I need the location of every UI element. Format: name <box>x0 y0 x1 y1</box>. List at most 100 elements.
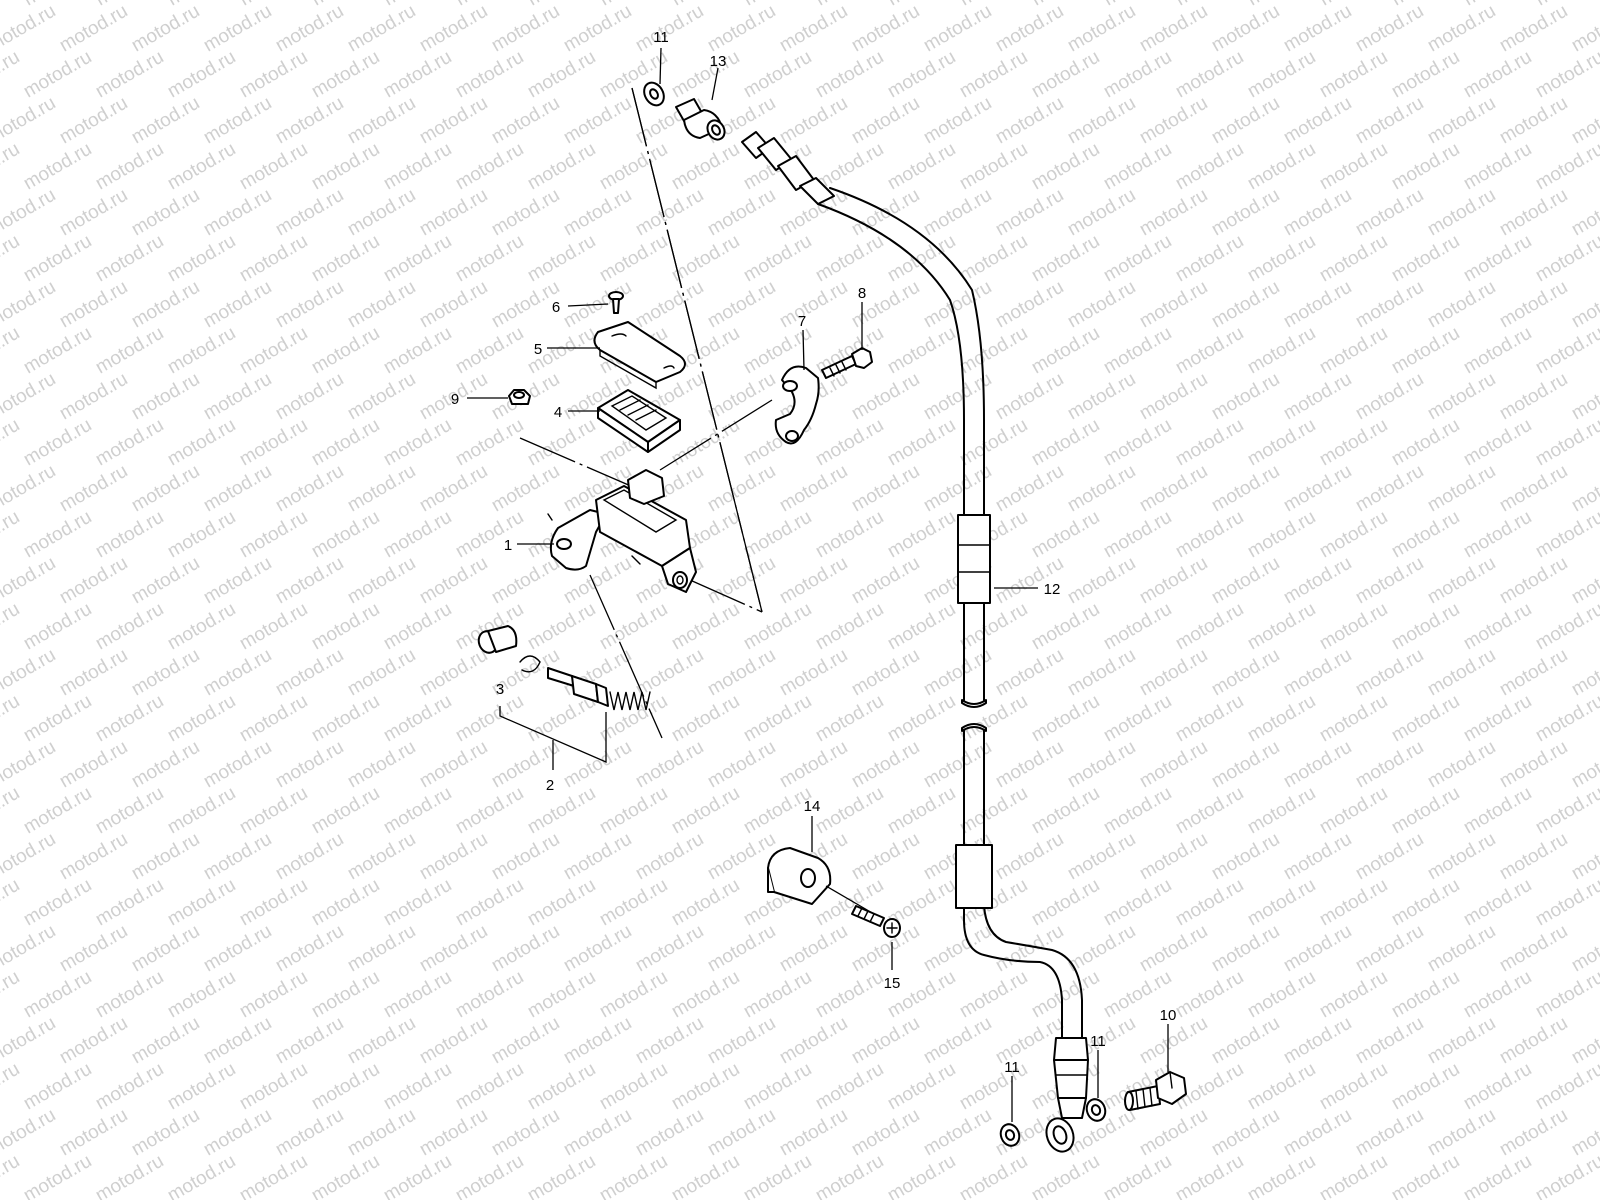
watermark-text: motod.ru <box>848 553 923 609</box>
watermark-text: motod.ru <box>1028 323 1103 379</box>
watermark-text: motod.ru <box>632 1197 707 1200</box>
watermark-text: motod.ru <box>1244 967 1319 1023</box>
watermark-text: motod.ru <box>272 461 347 517</box>
watermark-text: motod.ru <box>1208 1105 1283 1161</box>
watermark-text: motod.ru <box>1100 47 1175 103</box>
watermark-text: motod.ru <box>812 691 887 747</box>
watermark-text: motod.ru <box>956 967 1031 1023</box>
watermark-text: motod.ru <box>776 1105 851 1161</box>
watermark-text: motod.ru <box>1388 1151 1463 1200</box>
watermark-text: motod.ru <box>1496 185 1571 241</box>
watermark-text: motod.ru <box>740 47 815 103</box>
watermark-text: motod.ru <box>308 875 383 931</box>
watermark-text: motod.ru <box>488 93 563 149</box>
watermark-text: motod.ru <box>1064 645 1139 701</box>
watermark-text: motod.ru <box>1460 231 1535 287</box>
watermark-text: motod.ru <box>1028 1151 1103 1200</box>
watermark-text: motod.ru <box>632 1 707 57</box>
watermark-text: motod.ru <box>560 185 635 241</box>
hose-clamp <box>767 847 875 915</box>
watermark-text: motod.ru <box>344 645 419 701</box>
callout-13: 13 <box>710 53 727 70</box>
watermark-text: motod.ru <box>1136 737 1211 793</box>
watermark-text: motod.ru <box>848 93 923 149</box>
watermark-text: motod.ru <box>308 691 383 747</box>
watermark-text: motod.ru <box>56 277 131 333</box>
watermark-text: motod.ru <box>1064 1 1139 57</box>
callout-6: 6 <box>552 299 560 316</box>
watermark-text: motod.ru <box>1100 139 1175 195</box>
watermark-text: motod.ru <box>0 47 23 103</box>
watermark-text: motod.ru <box>1388 783 1463 839</box>
watermark-text: motod.ru <box>1532 967 1600 1023</box>
watermark-text: motod.ru <box>272 1013 347 1069</box>
lever-holder <box>774 365 820 445</box>
watermark-text: motod.ru <box>344 921 419 977</box>
watermark-text: motod.ru <box>884 47 959 103</box>
watermark-text: motod.ru <box>1532 1059 1600 1115</box>
watermark-text: motod.ru <box>596 1059 671 1115</box>
watermark-text: motod.ru <box>56 737 131 793</box>
watermark-text: motod.ru <box>344 93 419 149</box>
watermark-text: motod.ru <box>272 921 347 977</box>
watermark-text: motod.ru <box>1280 1 1355 57</box>
watermark-text: motod.ru <box>1280 1197 1355 1200</box>
watermark-text: motod.ru <box>128 829 203 885</box>
watermark-text: motod.ru <box>380 599 455 655</box>
watermark-text: motod.ru <box>20 691 95 747</box>
watermark-text: motod.ru <box>1064 829 1139 885</box>
watermark-text: motod.ru <box>740 231 815 287</box>
watermark-text: motod.ru <box>992 461 1067 517</box>
watermark-text: motod.ru <box>776 921 851 977</box>
watermark-text: motod.ru <box>200 185 275 241</box>
watermark-text: motod.ru <box>1532 231 1600 287</box>
watermark-text: motod.ru <box>0 691 23 747</box>
watermark-text: motod.ru <box>1460 47 1535 103</box>
watermark-text: motod.ru <box>1280 277 1355 333</box>
watermark-text: motod.ru <box>812 507 887 563</box>
watermark-text: motod.ru <box>1424 645 1499 701</box>
watermark-text: motod.ru <box>848 1197 923 1200</box>
watermark-text: motod.ru <box>56 1 131 57</box>
watermark-text: motod.ru <box>1028 599 1103 655</box>
watermark-text: motod.ru <box>1532 0 1600 10</box>
watermark-text: motod.ru <box>344 829 419 885</box>
watermark-text: motod.ru <box>236 967 311 1023</box>
watermark-text: motod.ru <box>416 645 491 701</box>
watermark-text: motod.ru <box>560 93 635 149</box>
watermark-text: motod.ru <box>1028 139 1103 195</box>
watermark-text: motod.ru <box>452 47 527 103</box>
watermark-text: motod.ru <box>1136 185 1211 241</box>
watermark-text: motod.ru <box>1352 369 1427 425</box>
watermark-text: motod.ru <box>1280 461 1355 517</box>
watermark-text: motod.ru <box>1244 0 1319 10</box>
watermark-text: motod.ru <box>1028 691 1103 747</box>
watermark-text: motod.ru <box>524 599 599 655</box>
watermark-text: motod.ru <box>668 139 743 195</box>
watermark-text: motod.ru <box>416 277 491 333</box>
watermark-text: motod.ru <box>704 369 779 425</box>
watermark-text: motod.ru <box>452 0 527 10</box>
watermark-text: motod.ru <box>1136 829 1211 885</box>
watermark-text: motod.ru <box>1100 415 1175 471</box>
watermark-text: motod.ru <box>20 47 95 103</box>
watermark-text: motod.ru <box>524 139 599 195</box>
watermark-text: motod.ru <box>56 1197 131 1200</box>
watermark-text: motod.ru <box>776 737 851 793</box>
callout-10: 10 <box>1160 1007 1177 1024</box>
watermark-text: motod.ru <box>1388 415 1463 471</box>
watermark-text: motod.ru <box>272 553 347 609</box>
watermark-text: motod.ru <box>704 277 779 333</box>
watermark-text: motod.ru <box>848 369 923 425</box>
watermark-text: motod.ru <box>1460 139 1535 195</box>
watermark-text: motod.ru <box>272 277 347 333</box>
watermark-text: motod.ru <box>704 185 779 241</box>
watermark-text: motod.ru <box>1028 415 1103 471</box>
watermark-text: motod.ru <box>452 875 527 931</box>
watermark-text: motod.ru <box>56 829 131 885</box>
watermark-text: motod.ru <box>1352 829 1427 885</box>
watermark-text: motod.ru <box>308 599 383 655</box>
watermark-text: motod.ru <box>1424 1197 1499 1200</box>
watermark-text: motod.ru <box>1064 93 1139 149</box>
watermark-text: motod.ru <box>992 93 1067 149</box>
